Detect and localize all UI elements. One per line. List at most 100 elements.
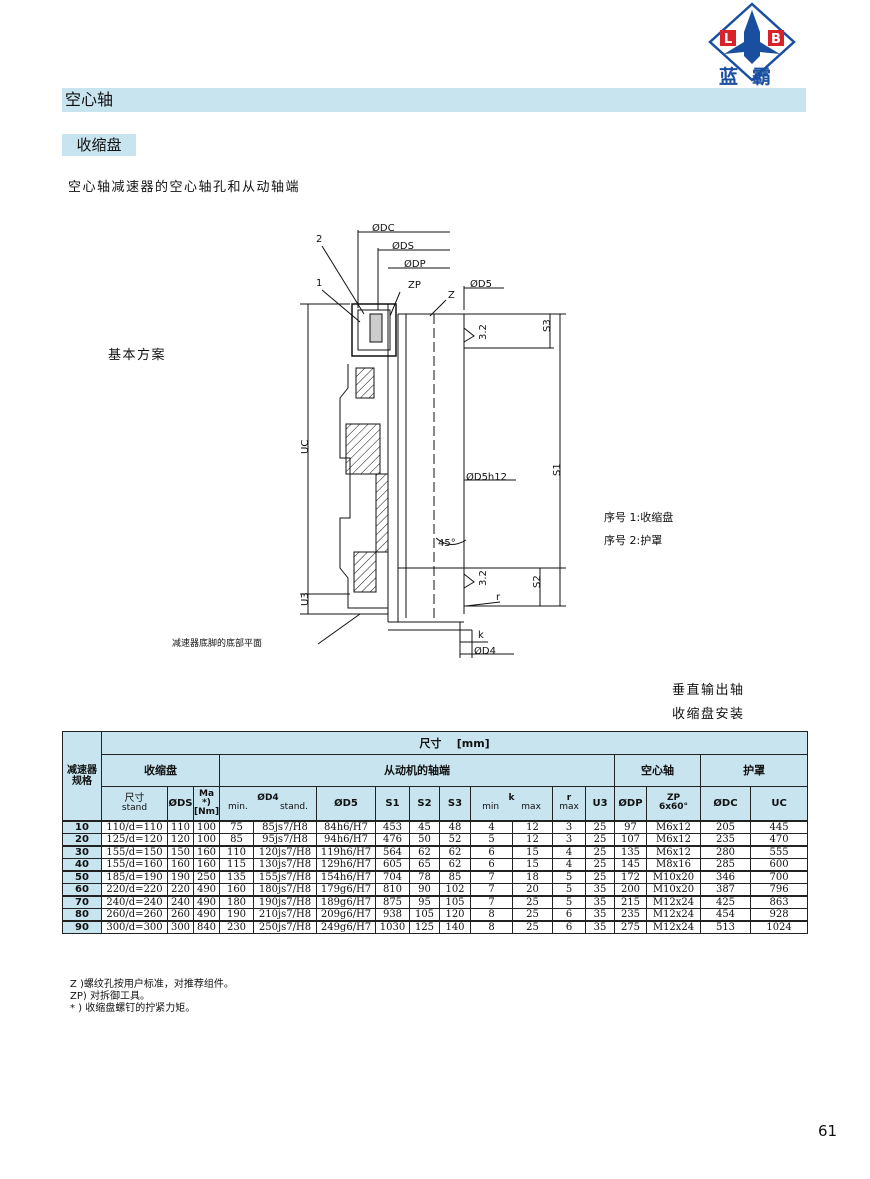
table-cell: M10x20 (646, 882, 701, 896)
table-cell: 179g6/H7 (316, 882, 376, 896)
table-cell: 180js7/H8 (253, 882, 317, 896)
table-cell: 875 (375, 894, 410, 909)
table-cell: 75 (219, 819, 254, 834)
table-cell: 35 (585, 882, 615, 896)
label-u3: U3 (300, 592, 311, 606)
table-cell: M6x12 (646, 844, 701, 859)
label-ds: ØDS (392, 240, 414, 252)
group-shrink-disc: 收缩盘 (101, 754, 220, 787)
table-cell: M12x24 (646, 919, 701, 934)
table-cell: 190js7/H8 (253, 894, 317, 909)
table-cell: 210js7/H8 (253, 907, 317, 921)
table-cell: 1024 (749, 919, 809, 934)
col-s3: S3 (439, 786, 471, 821)
table-cell: 129h6/H7 (316, 857, 376, 871)
table-cell: 160 (167, 857, 194, 871)
note-ma: * ) 收缩盘螺钉的拧紧力矩。 (70, 1003, 196, 1014)
table-cell: 215 (614, 894, 647, 909)
vertical-note-1: 垂直输出轴 (672, 683, 745, 698)
table-cell: M6x12 (646, 819, 701, 834)
table-cell: M6x12 (646, 832, 701, 846)
label-d5: ØD5 (470, 278, 492, 290)
table-cell: 190 (219, 907, 254, 921)
table-cell: 15 (512, 844, 553, 859)
table-cell: 95 (409, 894, 440, 909)
row-spec-cell: 40 (62, 857, 102, 871)
row-spec-cell: 50 (62, 869, 102, 884)
table-cell: 863 (749, 894, 809, 909)
table-cell: 25 (585, 869, 615, 884)
table-cell: 185/d=190 (101, 869, 168, 884)
table-cell: 5 (552, 882, 586, 896)
table-cell: 513 (700, 919, 751, 934)
table-cell: 7 (470, 882, 513, 896)
table-cell: 453 (375, 819, 410, 834)
table-cell: 250js7/H8 (253, 919, 317, 934)
table-cell: 95js7/H8 (253, 832, 317, 846)
table-cell: 105 (439, 894, 471, 909)
table-cell: 120 (167, 832, 194, 846)
table-cell: 35 (585, 919, 615, 934)
label-k: k (478, 630, 484, 641)
label-s2: S2 (532, 575, 543, 588)
table-cell: 160 (193, 844, 220, 859)
row-spec-cell: 60 (62, 882, 102, 896)
table-cell: M12x24 (646, 907, 701, 921)
table-cell: 135 (614, 844, 647, 859)
table-cell: 145 (614, 857, 647, 871)
row-spec-cell: 70 (62, 894, 102, 909)
row-spec-cell: 20 (62, 832, 102, 846)
section-title: 空心轴 (62, 88, 806, 112)
table-cell: 85js7/H8 (253, 819, 317, 834)
row-spec-cell: 80 (62, 907, 102, 921)
table-cell: 700 (749, 869, 809, 884)
table-cell: 564 (375, 844, 410, 859)
table-cell: 65 (409, 857, 440, 871)
label-rough-bottom: 3.2 (478, 570, 489, 586)
table-cell: 1030 (375, 919, 410, 934)
legend-2: 序号 2:护罩 (604, 534, 663, 547)
table-cell: 4 (552, 857, 586, 871)
table-cell: 154h6/H7 (316, 869, 376, 884)
label-pos2: 2 (316, 234, 322, 245)
note-zp: ZP) 对拆御工具。 (70, 991, 150, 1002)
table-cell: 260 (167, 907, 194, 921)
table-cell: 490 (193, 894, 220, 909)
table-cell: 260/d=260 (101, 907, 168, 921)
col-uc: UC (749, 786, 809, 821)
table-cell: 100 (193, 832, 220, 846)
table-cell: 235 (700, 832, 751, 846)
logo-letter-b: B (771, 32, 781, 47)
size-header: 尺寸 [mm] (100, 731, 809, 755)
table-cell: 172 (614, 869, 647, 884)
base-plane-note: 减速器底脚的底部平面 (172, 639, 263, 649)
label-z: Z (448, 290, 455, 301)
col-s2: S2 (409, 786, 440, 821)
table-cell: 25 (512, 919, 553, 934)
table-cell: 490 (193, 882, 220, 896)
table-cell: 454 (700, 907, 751, 921)
table-cell: 140 (439, 919, 471, 934)
table-cell: 928 (749, 907, 809, 921)
table-cell: 62 (409, 844, 440, 859)
group-hollow-shaft: 空心轴 (614, 754, 701, 787)
table-cell: 387 (700, 882, 751, 896)
table-cell: 600 (749, 857, 809, 871)
col-dc: ØDC (700, 786, 751, 821)
legend-1: 序号 1:收缩盘 (604, 511, 674, 524)
row-spec-cell: 30 (62, 844, 102, 859)
table-cell: 105 (409, 907, 440, 921)
table-cell: 150 (167, 844, 194, 859)
row-spec-cell: 90 (62, 919, 102, 934)
caption: 空心轴减速器的空心轴孔和从动轴端 (68, 180, 301, 195)
table-cell: 160 (193, 857, 220, 871)
table-cell: 5 (552, 869, 586, 884)
logo-text: 蓝霸 (718, 66, 785, 88)
